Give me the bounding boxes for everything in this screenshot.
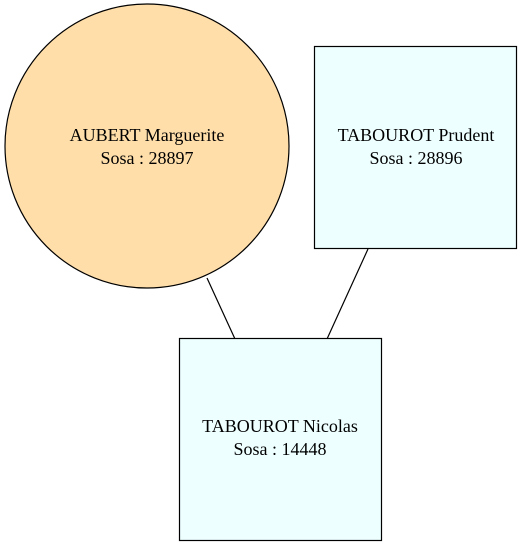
person-name: AUBERT Marguerite (70, 125, 225, 145)
person-name: TABOUROT Prudent (338, 125, 495, 145)
person-circle (4, 3, 290, 289)
edge-aubert-marguerite-to-tabourot-nicolas (206, 277, 236, 340)
person-sosa: Sosa : 14448 (233, 439, 326, 459)
node-aubert-marguerite[interactable]: AUBERT Marguerite Sosa : 28897 (4, 3, 290, 289)
edge-tabourot-prudent-to-tabourot-nicolas (326, 248, 369, 340)
person-name: TABOUROT Nicolas (202, 416, 358, 436)
node-tabourot-prudent[interactable]: TABOUROT Prudent Sosa : 28896 (313, 45, 518, 250)
node-tabourot-nicolas[interactable]: TABOUROT Nicolas Sosa : 14448 (178, 337, 383, 542)
person-box (178, 337, 383, 542)
person-sosa: Sosa : 28897 (100, 148, 193, 168)
person-sosa: Sosa : 28896 (369, 148, 462, 168)
person-box (313, 45, 518, 250)
